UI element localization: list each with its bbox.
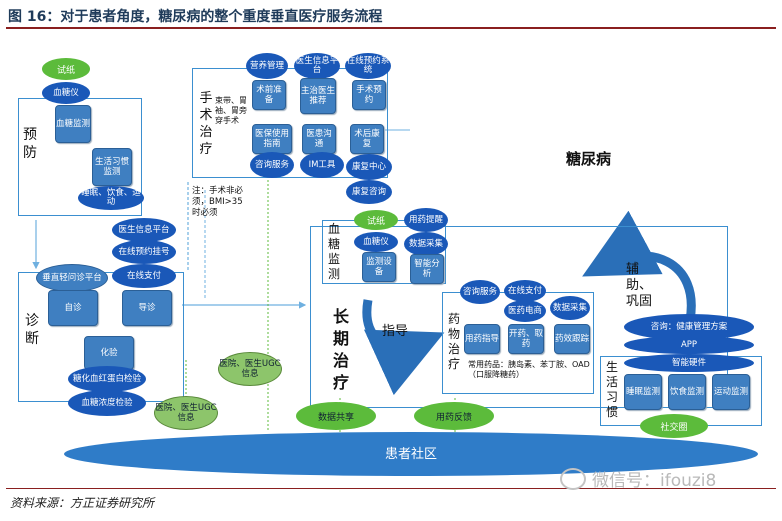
monitor-device-box: 监测设备: [362, 252, 396, 282]
smart-hardware-pill: 智能硬件: [624, 354, 754, 372]
test-strip-pill: 试纸: [42, 58, 90, 80]
guidance-box: 导诊: [122, 290, 172, 326]
pharma-ecommerce-pill: 医药电商: [504, 300, 546, 322]
med-guidance-box: 用药指导: [464, 324, 500, 354]
online-payment-pill: 在线支付: [112, 264, 176, 288]
sleep-diet-exercise-pill: 睡眠、饮食、运动: [78, 186, 144, 210]
lab-test-box: 化验: [84, 336, 134, 370]
online-registration-pill: 在线预约挂号: [112, 240, 176, 264]
glucose-meter-pill: 血糖仪: [42, 82, 90, 104]
doctor-patient-comm-box: 医患沟通: [302, 124, 336, 154]
med-consult-pill: 咨询服务: [460, 280, 500, 304]
title-rule: [6, 27, 776, 29]
data-sharing-pill: 数据共享: [296, 402, 376, 430]
wechat-icon: [560, 467, 586, 490]
doctor-recommend-box: 主治医生推荐: [300, 78, 336, 114]
lt-test-strip-pill: 试纸: [354, 210, 398, 230]
rehab-consult-pill: 康复咨询: [346, 180, 392, 204]
assist-label: 辅助、巩固: [626, 262, 653, 309]
diet-monitor-box: 饮食监测: [668, 374, 706, 410]
ugc-info-pill-1: 医院、医生UGC信息: [218, 352, 282, 386]
source-text: 资料来源：方正证券研究所: [10, 496, 155, 510]
rehab-center-pill: 康复中心: [346, 154, 392, 180]
life-label: 生活习惯: [605, 360, 618, 419]
nutrition-mgmt-pill: 营养管理: [246, 53, 288, 79]
monitor-label: 血糖监测: [327, 222, 340, 281]
sleep-monitor-box: 睡眠监测: [624, 374, 662, 410]
glucose-test-pill: 血糖浓度检验: [68, 390, 146, 416]
glucose-monitoring-box: 血糖监测: [55, 105, 91, 143]
doctor-info-pill: 医生信息平台: [112, 218, 176, 242]
surgery-types-text: 束带、胃袖、胃旁穿手术: [215, 96, 247, 125]
surgery-note: 注：手术非必须，BMI>35时必须: [192, 186, 244, 218]
health-plan-pill: 咨询：健康管理方案: [624, 314, 754, 340]
lt-glucose-meter-pill: 血糖仪: [354, 232, 398, 252]
footer-rule: [6, 488, 776, 489]
consult-service-pill: 咨询服务: [250, 152, 294, 178]
post-op-rehab-box: 术后康复: [350, 124, 384, 154]
diagnosis-label: 诊断: [25, 313, 39, 347]
watermark-text: 微信号：ifouzi8: [592, 471, 717, 491]
medicine-label: 药物治疗: [447, 312, 460, 371]
med-feedback-pill: 用药反馈: [414, 402, 494, 430]
hba1c-test-pill: 糖化血红蛋白检验: [68, 366, 146, 392]
guide-label: 指导: [382, 324, 409, 339]
exercise-monitor-box: 运动监测: [712, 374, 750, 410]
watermark: 微信号：ifouzi8: [560, 466, 716, 491]
patient-community-ellipse: 患者社区: [64, 432, 758, 476]
prescribe-pickup-box: 开药、取药: [508, 324, 544, 354]
efficacy-tracking-box: 药效跟踪: [554, 324, 590, 354]
online-booking-system-pill: 在线预约系统: [345, 53, 391, 79]
prevention-label: 预防: [23, 127, 37, 161]
med-online-pay-pill: 在线支付: [504, 280, 546, 302]
diabetes-label: 糖尿病: [566, 150, 612, 168]
self-diagnosis-box: 自诊: [48, 290, 98, 326]
insurance-guide-box: 医保使用指南: [252, 124, 292, 154]
med-data-collect-pill: 数据采集: [550, 296, 590, 320]
surgery-frame: [192, 68, 388, 178]
med-reminder-pill: 用药提醒: [404, 208, 448, 232]
pre-op-prep-box: 术前准备: [252, 80, 286, 110]
social-circle-pill: 社交圈: [640, 414, 708, 438]
im-tool-pill: IM工具: [300, 152, 344, 178]
long-term-label: 长期治疗: [332, 307, 349, 392]
app-pill: APP: [624, 336, 754, 354]
doctor-info-platform-pill: 医生信息平台: [294, 53, 340, 79]
surgery-label: 手术治疗: [199, 91, 213, 157]
figure-title: 图 16：对于患者角度，糖尿病的整个重度垂直医疗服务流程: [8, 9, 383, 25]
lt-data-collect-pill: 数据采集: [404, 232, 448, 256]
ugc-info-pill-2: 医院、医生UGC信息: [154, 396, 218, 430]
common-drugs-text: 常用药品：胰岛素、苯丁胺、OAD（口服降糖药）: [468, 360, 590, 379]
lifestyle-monitoring-box: 生活习惯监测: [92, 148, 132, 186]
consult-platform-pill: 垂直轻问诊平台: [36, 264, 108, 292]
smart-analysis-box: 智能分析: [410, 254, 444, 284]
surgery-booking-box: 手术预约: [352, 80, 386, 110]
